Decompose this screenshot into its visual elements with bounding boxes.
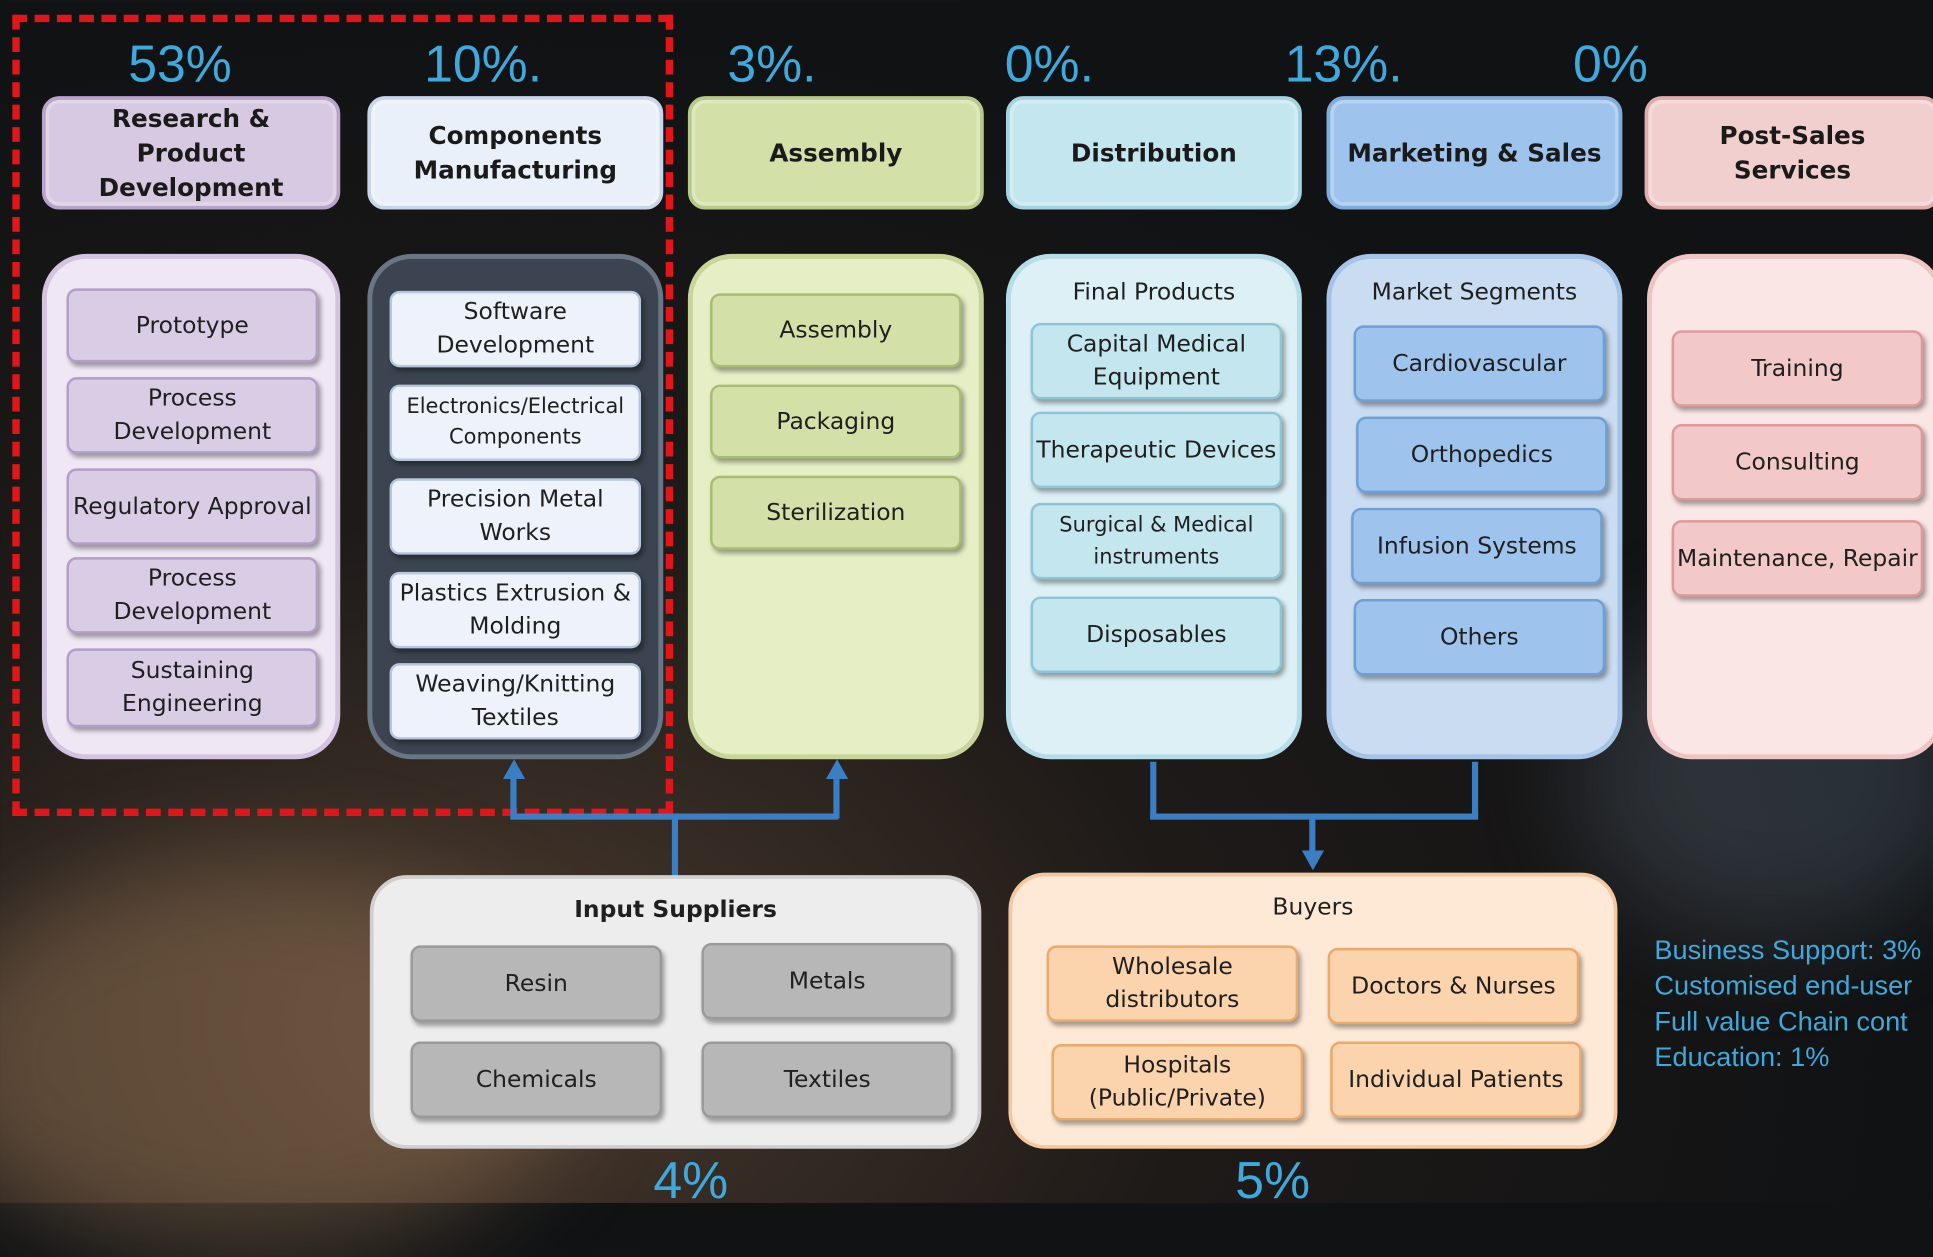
panel-subtitle: Final Products: [1072, 278, 1236, 306]
header-research: Research & Product Development: [41, 96, 341, 210]
pct-components: 10%.: [424, 34, 543, 93]
list-item: Prototype: [66, 288, 319, 363]
list-item: Surgical & Medical instruments: [1030, 502, 1283, 580]
list-item: Plastics Extrusion & Molding: [389, 571, 642, 649]
side-note-line: Business Support: 3%: [1654, 934, 1922, 966]
pct-distribution: 0%.: [1004, 34, 1094, 93]
header-marketing: Marketing & Sales: [1326, 96, 1623, 210]
panel-research: Prototype Process Development Regulatory…: [41, 253, 341, 760]
panel-subtitle: Market Segments: [1371, 278, 1578, 306]
list-item: Sterilization: [710, 475, 962, 550]
pct-post-sales: 0%: [1573, 34, 1648, 93]
list-item: Wholesale distributors: [1046, 945, 1299, 1022]
header-distribution: Distribution: [1005, 96, 1302, 210]
pct-input-suppliers: 4%: [653, 1151, 729, 1210]
list-item: Precision Metal Works: [389, 478, 642, 555]
pct-marketing: 13%.: [1284, 34, 1403, 93]
list-item: Metals: [701, 942, 953, 1020]
list-item: Regulatory Approval: [66, 468, 319, 545]
side-notes: Business Support: 3% Customised end-user…: [1654, 932, 1921, 1075]
list-item: Training: [1671, 330, 1924, 407]
value-chain-diagram: 53% 10%. 3%. 0%. 13%. 0% Research & Prod…: [0, 14, 1933, 1257]
list-item: Process Development: [66, 557, 319, 634]
list-item: Doctors & Nurses: [1327, 947, 1580, 1025]
list-item: Disposables: [1030, 596, 1283, 673]
panel-assembly: Assembly Packaging Sterilization: [687, 253, 984, 760]
list-item: Software Development: [389, 290, 642, 368]
list-item: Others: [1353, 599, 1606, 676]
list-item: Sustaining Engineering: [66, 648, 319, 728]
panel-post-sales: Training Consulting Maintenance, Repair: [1647, 253, 1933, 760]
panel-distribution: Final Products Capital Medical Equipment…: [1005, 253, 1302, 760]
input-suppliers-title: Input Suppliers: [574, 896, 777, 924]
panel-marketing: Market Segments Cardiovascular Orthopedi…: [1326, 253, 1623, 760]
input-suppliers-box: Input Suppliers Resin Metals Chemicals T…: [369, 875, 982, 1149]
list-item: Maintenance, Repair: [1671, 520, 1924, 597]
list-item: Consulting: [1671, 424, 1924, 501]
header-components: Components Manufacturing: [367, 96, 664, 210]
list-item: Chemicals: [410, 1041, 663, 1118]
side-note-line: Full value Chain cont: [1654, 1005, 1908, 1037]
pct-research: 53%: [128, 34, 232, 93]
highlight-box: [12, 14, 674, 816]
header-post-sales: Post-Sales Services: [1644, 96, 1933, 210]
list-item: Individual Patients: [1330, 1041, 1582, 1118]
list-item: Assembly: [710, 293, 962, 368]
list-item: Packaging: [710, 384, 962, 459]
list-item: Process Development: [66, 377, 319, 454]
pct-buyers: 5%: [1235, 1151, 1311, 1210]
list-item: Resin: [410, 945, 663, 1022]
list-item: Capital Medical Equipment: [1030, 322, 1283, 400]
list-item: Infusion Systems: [1351, 507, 1603, 585]
pct-assembly: 3%.: [727, 34, 817, 93]
list-item: Cardiovascular: [1353, 325, 1606, 402]
list-item: Orthopedics: [1356, 416, 1608, 494]
buyers-title: Buyers: [1272, 893, 1354, 921]
list-item: Hospitals (Public/Private): [1051, 1044, 1304, 1121]
side-note-line: Education: 1%: [1654, 1041, 1830, 1073]
list-item: Therapeutic Devices: [1030, 411, 1283, 489]
list-item: Weaving/Knitting Textiles: [389, 663, 642, 740]
side-note-line: Customised end-user: [1654, 970, 1913, 1001]
list-item: Electronics/Electrical Components: [389, 384, 642, 461]
panel-components: Software Development Electronics/Electri…: [367, 253, 664, 760]
buyers-box: Buyers Wholesale distributors Doctors & …: [1008, 872, 1618, 1149]
list-item: Textiles: [701, 1041, 953, 1118]
header-assembly: Assembly: [687, 96, 984, 210]
